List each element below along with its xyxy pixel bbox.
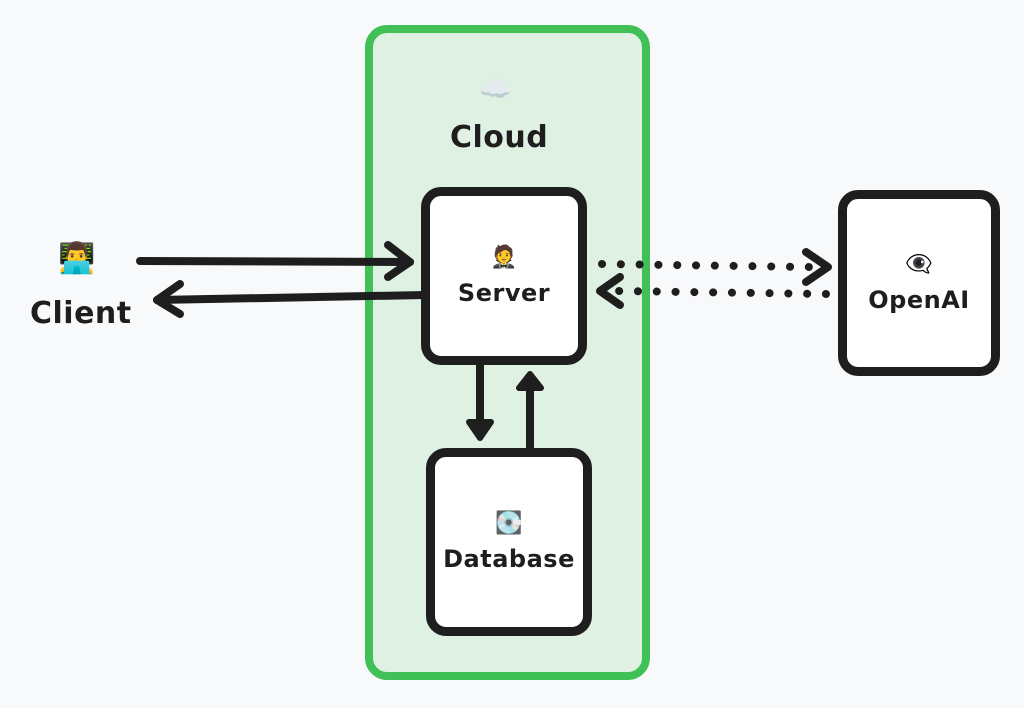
edge-line <box>153 291 429 304</box>
edge-server-to-openai[interactable] <box>598 248 832 286</box>
edge-line <box>598 260 814 271</box>
technologist-icon: 👨‍💻 <box>58 241 96 276</box>
cloud-group-label: Cloud <box>450 120 549 155</box>
client-label: Client <box>30 296 132 331</box>
database-label: Database <box>443 545 575 573</box>
database-node[interactable]: 💽 Database <box>426 448 592 636</box>
cloud-icon: ☁️ <box>479 74 512 104</box>
edge-server-to-client[interactable] <box>153 280 429 318</box>
arrowhead-right-icon <box>802 248 832 286</box>
edge-database-to-server[interactable] <box>516 371 544 452</box>
openai-label: OpenAI <box>868 286 970 314</box>
server-node[interactable]: 🤵 Server <box>421 187 587 365</box>
edge-openai-to-server[interactable] <box>596 273 830 309</box>
edge-line <box>614 287 830 298</box>
edge-client-to-server[interactable] <box>136 241 414 281</box>
edge-server-to-database[interactable] <box>466 361 494 441</box>
openai-node[interactable]: 👁️‍🗨️ OpenAI <box>838 190 1000 376</box>
edge-line <box>136 257 414 266</box>
eye-in-speech-bubble-icon: 👁️‍🗨️ <box>905 252 933 277</box>
arrowhead-right-icon <box>384 241 414 281</box>
disk-icon: 💽 <box>495 511 523 536</box>
server-label: Server <box>457 279 551 307</box>
arrowhead-left-icon <box>596 273 624 309</box>
arrowhead-left-icon <box>153 280 184 318</box>
person-in-tuxedo-icon: 🤵 <box>490 245 518 270</box>
